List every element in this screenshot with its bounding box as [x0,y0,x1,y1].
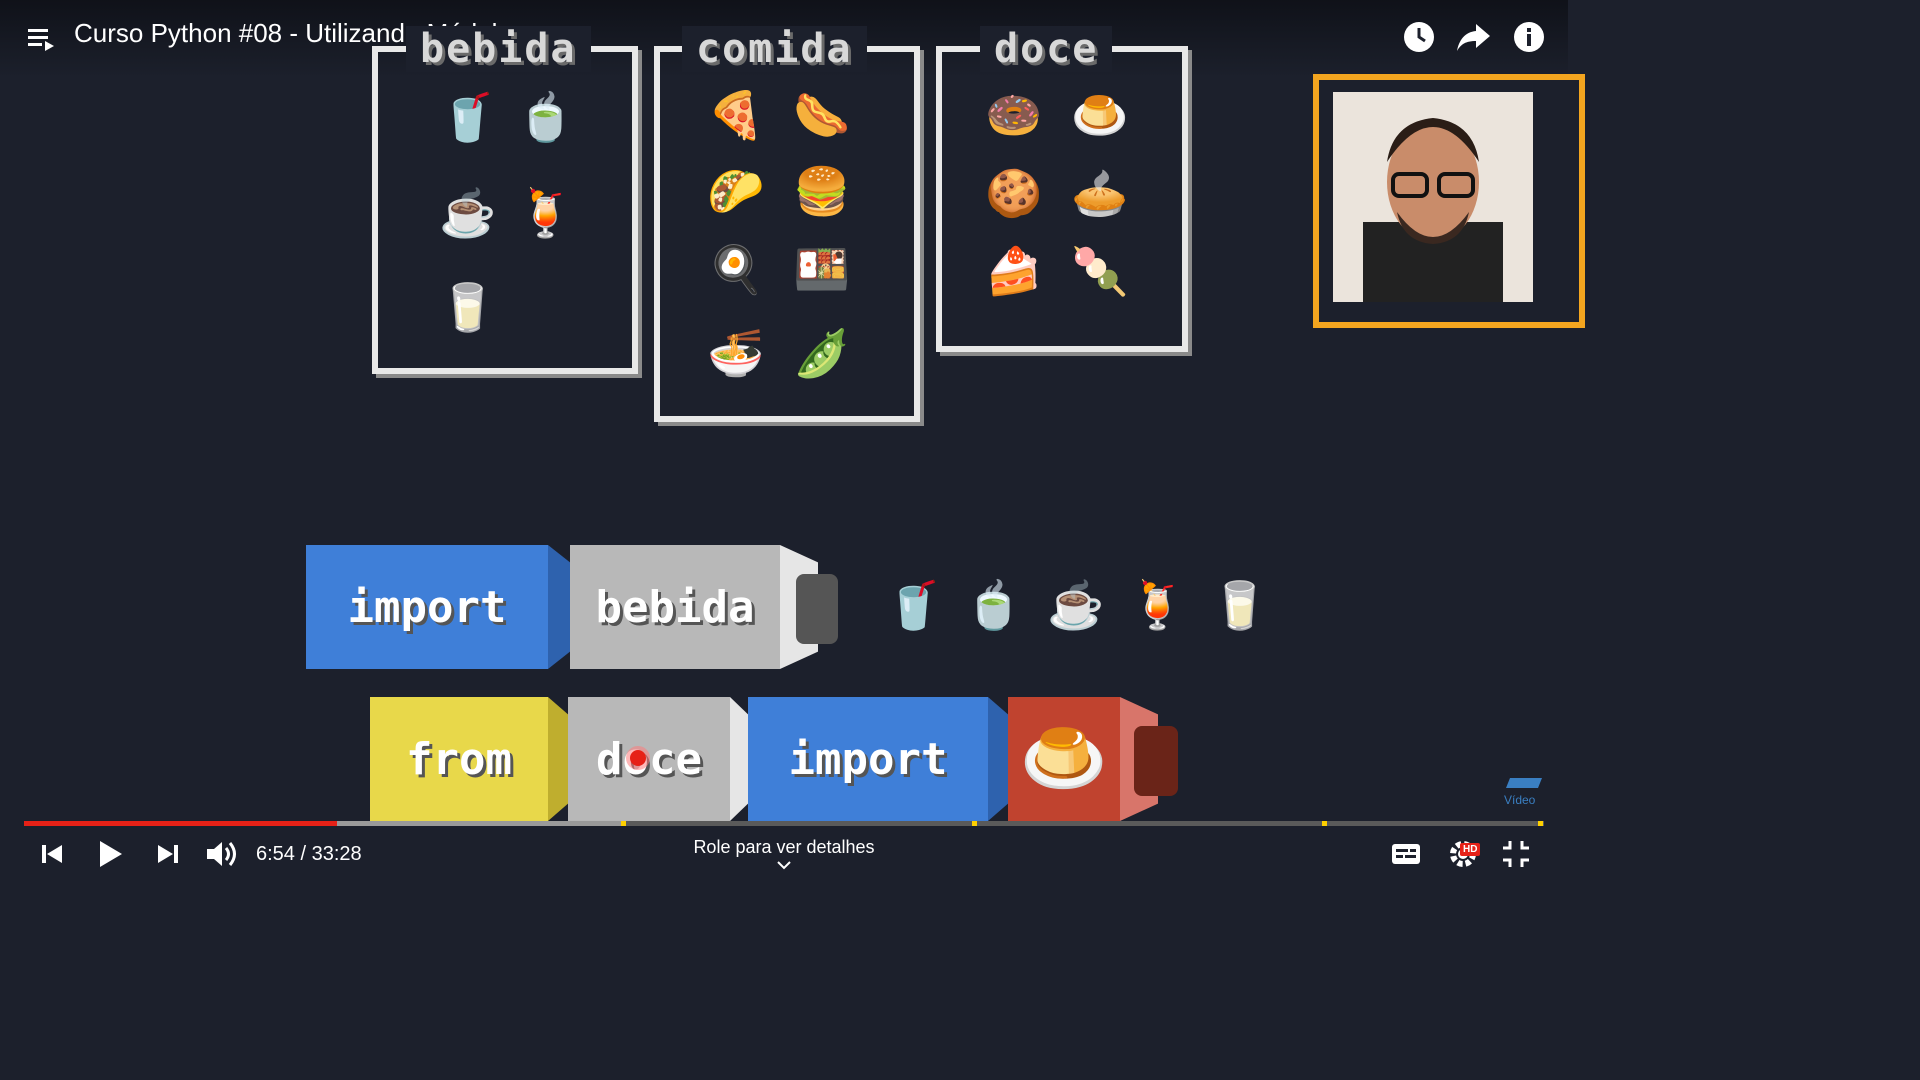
video-badge-label: Vídeo [1504,793,1536,807]
food-item: 🌮 [707,165,765,217]
drink-item: 🥤 [439,91,497,143]
chapter-marker [621,821,626,826]
progress-bar[interactable] [24,821,1544,826]
chapter-marker [1538,821,1543,826]
drink-item: 🍹 [517,187,575,239]
import-block: import [748,697,988,821]
drink-item: 🥛 [1211,579,1269,631]
subtitles-icon[interactable] [1390,840,1422,868]
time-display: 6:54 / 33:28 [256,843,362,865]
dessert-item: 🍮 [1071,89,1129,141]
drink-item: ☕ [1047,579,1105,631]
dessert-item: 🥧 [1071,167,1129,219]
chevron-down-icon [640,860,928,870]
chapter-marker [972,821,977,826]
category-box-doce [936,46,1188,352]
food-item: 🍜 [707,327,765,379]
block-edge [548,545,570,669]
chapter-marker [1322,821,1327,826]
category-title-comida: comida [682,26,867,72]
block-edge [988,697,1008,821]
drink-item: 🍵 [965,579,1023,631]
category-title-doce: doce [980,26,1113,72]
block-plug [1134,726,1178,796]
drink-item: ☕ [439,187,497,239]
video-badge-icon [1506,776,1544,790]
food-item: 🌭 [793,89,851,141]
block-edge [730,697,748,821]
scroll-details-label: Role para ver detalhes [693,837,875,857]
from-block: from [370,697,548,821]
watch-later-icon[interactable] [1402,20,1436,54]
webcam-overlay [1313,74,1585,328]
drink-item: 🥤 [885,579,943,631]
drink-item: 🍵 [517,91,575,143]
category-title-bebida: bebida [406,26,591,72]
category-box-bebida [372,46,638,374]
dessert-item: 🍡 [1071,245,1129,297]
food-item: 🍔 [793,165,851,217]
block-plug [796,574,838,644]
dessert-item: 🍪 [985,167,1043,219]
food-item: 🫛 [793,327,851,379]
exit-fullscreen-icon[interactable] [1500,838,1532,870]
progress-played [24,821,338,826]
info-icon[interactable] [1512,20,1546,54]
volume-icon[interactable] [204,838,240,870]
food-item: 🍕 [707,89,765,141]
share-icon[interactable] [1456,20,1492,54]
play-icon[interactable] [94,838,126,870]
cursor-pointer [630,750,646,766]
module-block-doce: doce [568,697,730,821]
playlist-icon[interactable] [26,24,56,54]
flan-item-block: 🍮 [1008,697,1120,821]
next-icon[interactable] [154,840,182,868]
dessert-item: 🍩 [985,89,1043,141]
hd-badge: HD [1460,843,1481,856]
drink-item: 🍹 [1129,579,1187,631]
dessert-item: 🍰 [985,245,1043,297]
previous-icon[interactable] [38,840,66,868]
module-block-bebida: bebida [570,545,780,669]
scroll-for-details[interactable]: Role para ver detalhes [640,837,928,870]
food-item: 🍳 [707,243,765,295]
import-block: import [306,545,548,669]
category-box-comida [654,46,920,422]
block-edge [548,697,568,821]
food-item: 🍱 [793,243,851,295]
drink-item: 🥛 [439,281,497,333]
